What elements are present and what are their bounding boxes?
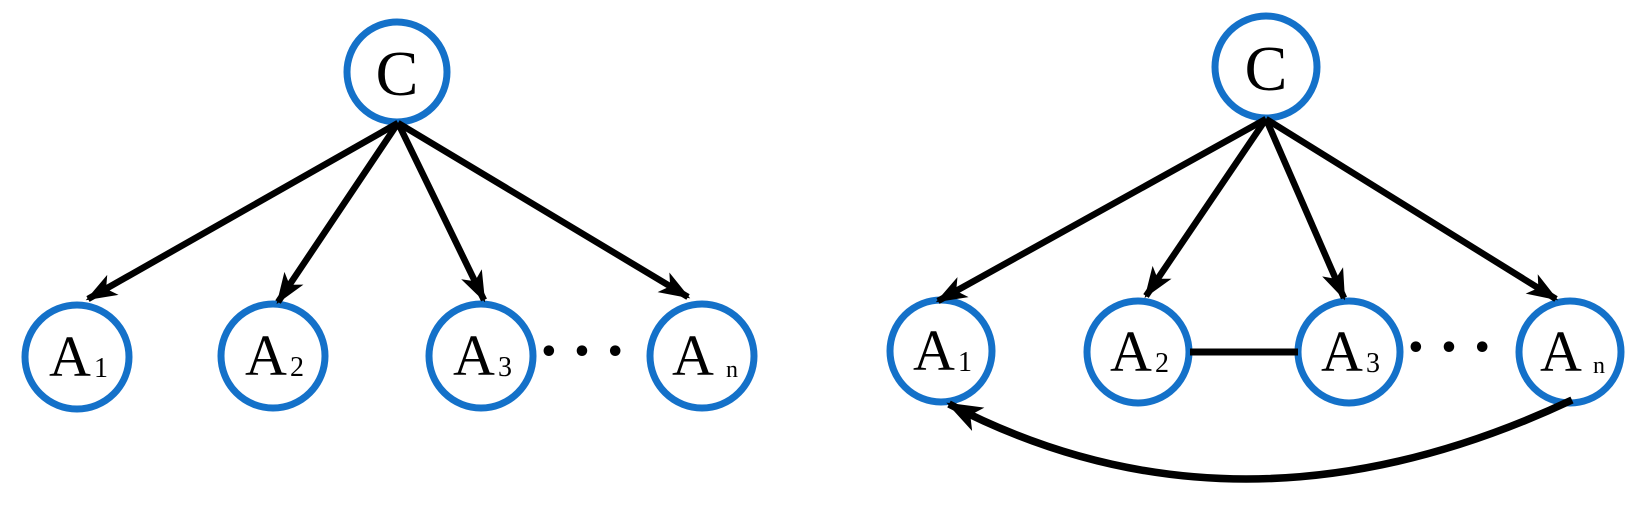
node-left-a3-circle <box>425 300 537 412</box>
node-left-a2-circle <box>217 300 329 412</box>
node-right-a3-label: A <box>1321 319 1363 384</box>
edge-right-c-a1 <box>935 116 1268 304</box>
node-left-a1: A 1 <box>21 301 133 413</box>
node-right-a1: A 1 <box>886 296 996 406</box>
node-right-a1-label: A <box>913 318 955 383</box>
node-right-a3-subscript: 3 <box>1366 348 1380 379</box>
edge-left-c-a1 <box>85 120 400 302</box>
edge-left-c-a3 <box>395 121 487 303</box>
node-left-a3: A 3 <box>425 300 537 412</box>
node-left-a1-circle <box>21 301 133 413</box>
node-right-an-label: A <box>1540 319 1582 384</box>
node-left-an-circle <box>646 300 758 412</box>
node-right-a2-label: A <box>1110 319 1152 384</box>
edge-right-c-a2 <box>1143 117 1269 299</box>
node-right-a1-subscript: 1 <box>958 347 972 378</box>
node-right-an-subscript: n <box>1593 353 1605 379</box>
edge-right-an-a1-curved <box>946 396 1574 483</box>
node-right-a2-circle <box>1083 297 1193 407</box>
node-left-an: A n <box>646 300 758 412</box>
node-left-a3-subscript: 3 <box>498 352 512 383</box>
edge-left-c-a2 <box>275 121 401 305</box>
node-left-a1-label: A <box>49 324 91 389</box>
edge-right-c-an <box>1264 116 1559 302</box>
edges-left <box>85 120 691 305</box>
node-left-an-label: A <box>672 323 714 388</box>
ellipsis-right: ••• <box>1406 331 1506 366</box>
node-right-c-label: C <box>1245 33 1288 104</box>
node-left-c: C <box>343 18 451 126</box>
node-right-an: A n <box>1515 297 1625 407</box>
node-right-a2: A 2 <box>1083 297 1193 407</box>
diagram-left: C A 1 A 2 A 3 A n ••• <box>21 18 758 413</box>
node-right-a3: A 3 <box>1294 297 1404 407</box>
node-left-a2-label: A <box>245 323 287 388</box>
node-left-a1-subscript: 1 <box>94 353 108 384</box>
node-left-c-label: C <box>376 38 419 109</box>
edges-right <box>935 116 1574 483</box>
node-right-c: C <box>1211 12 1321 122</box>
diagram-right: C A 1 A 2 A 3 A n ••• <box>886 12 1625 483</box>
ellipsis-left: ••• <box>539 335 639 370</box>
node-left-a2: A 2 <box>217 300 329 412</box>
node-right-c-circle <box>1211 12 1321 122</box>
edge-left-c-an <box>396 120 691 300</box>
node-left-a2-subscript: 2 <box>290 352 304 383</box>
node-left-an-subscript: n <box>726 357 738 383</box>
edge-right-c-a3 <box>1263 117 1347 301</box>
node-right-a2-subscript: 2 <box>1155 348 1169 379</box>
node-left-a3-label: A <box>453 323 495 388</box>
